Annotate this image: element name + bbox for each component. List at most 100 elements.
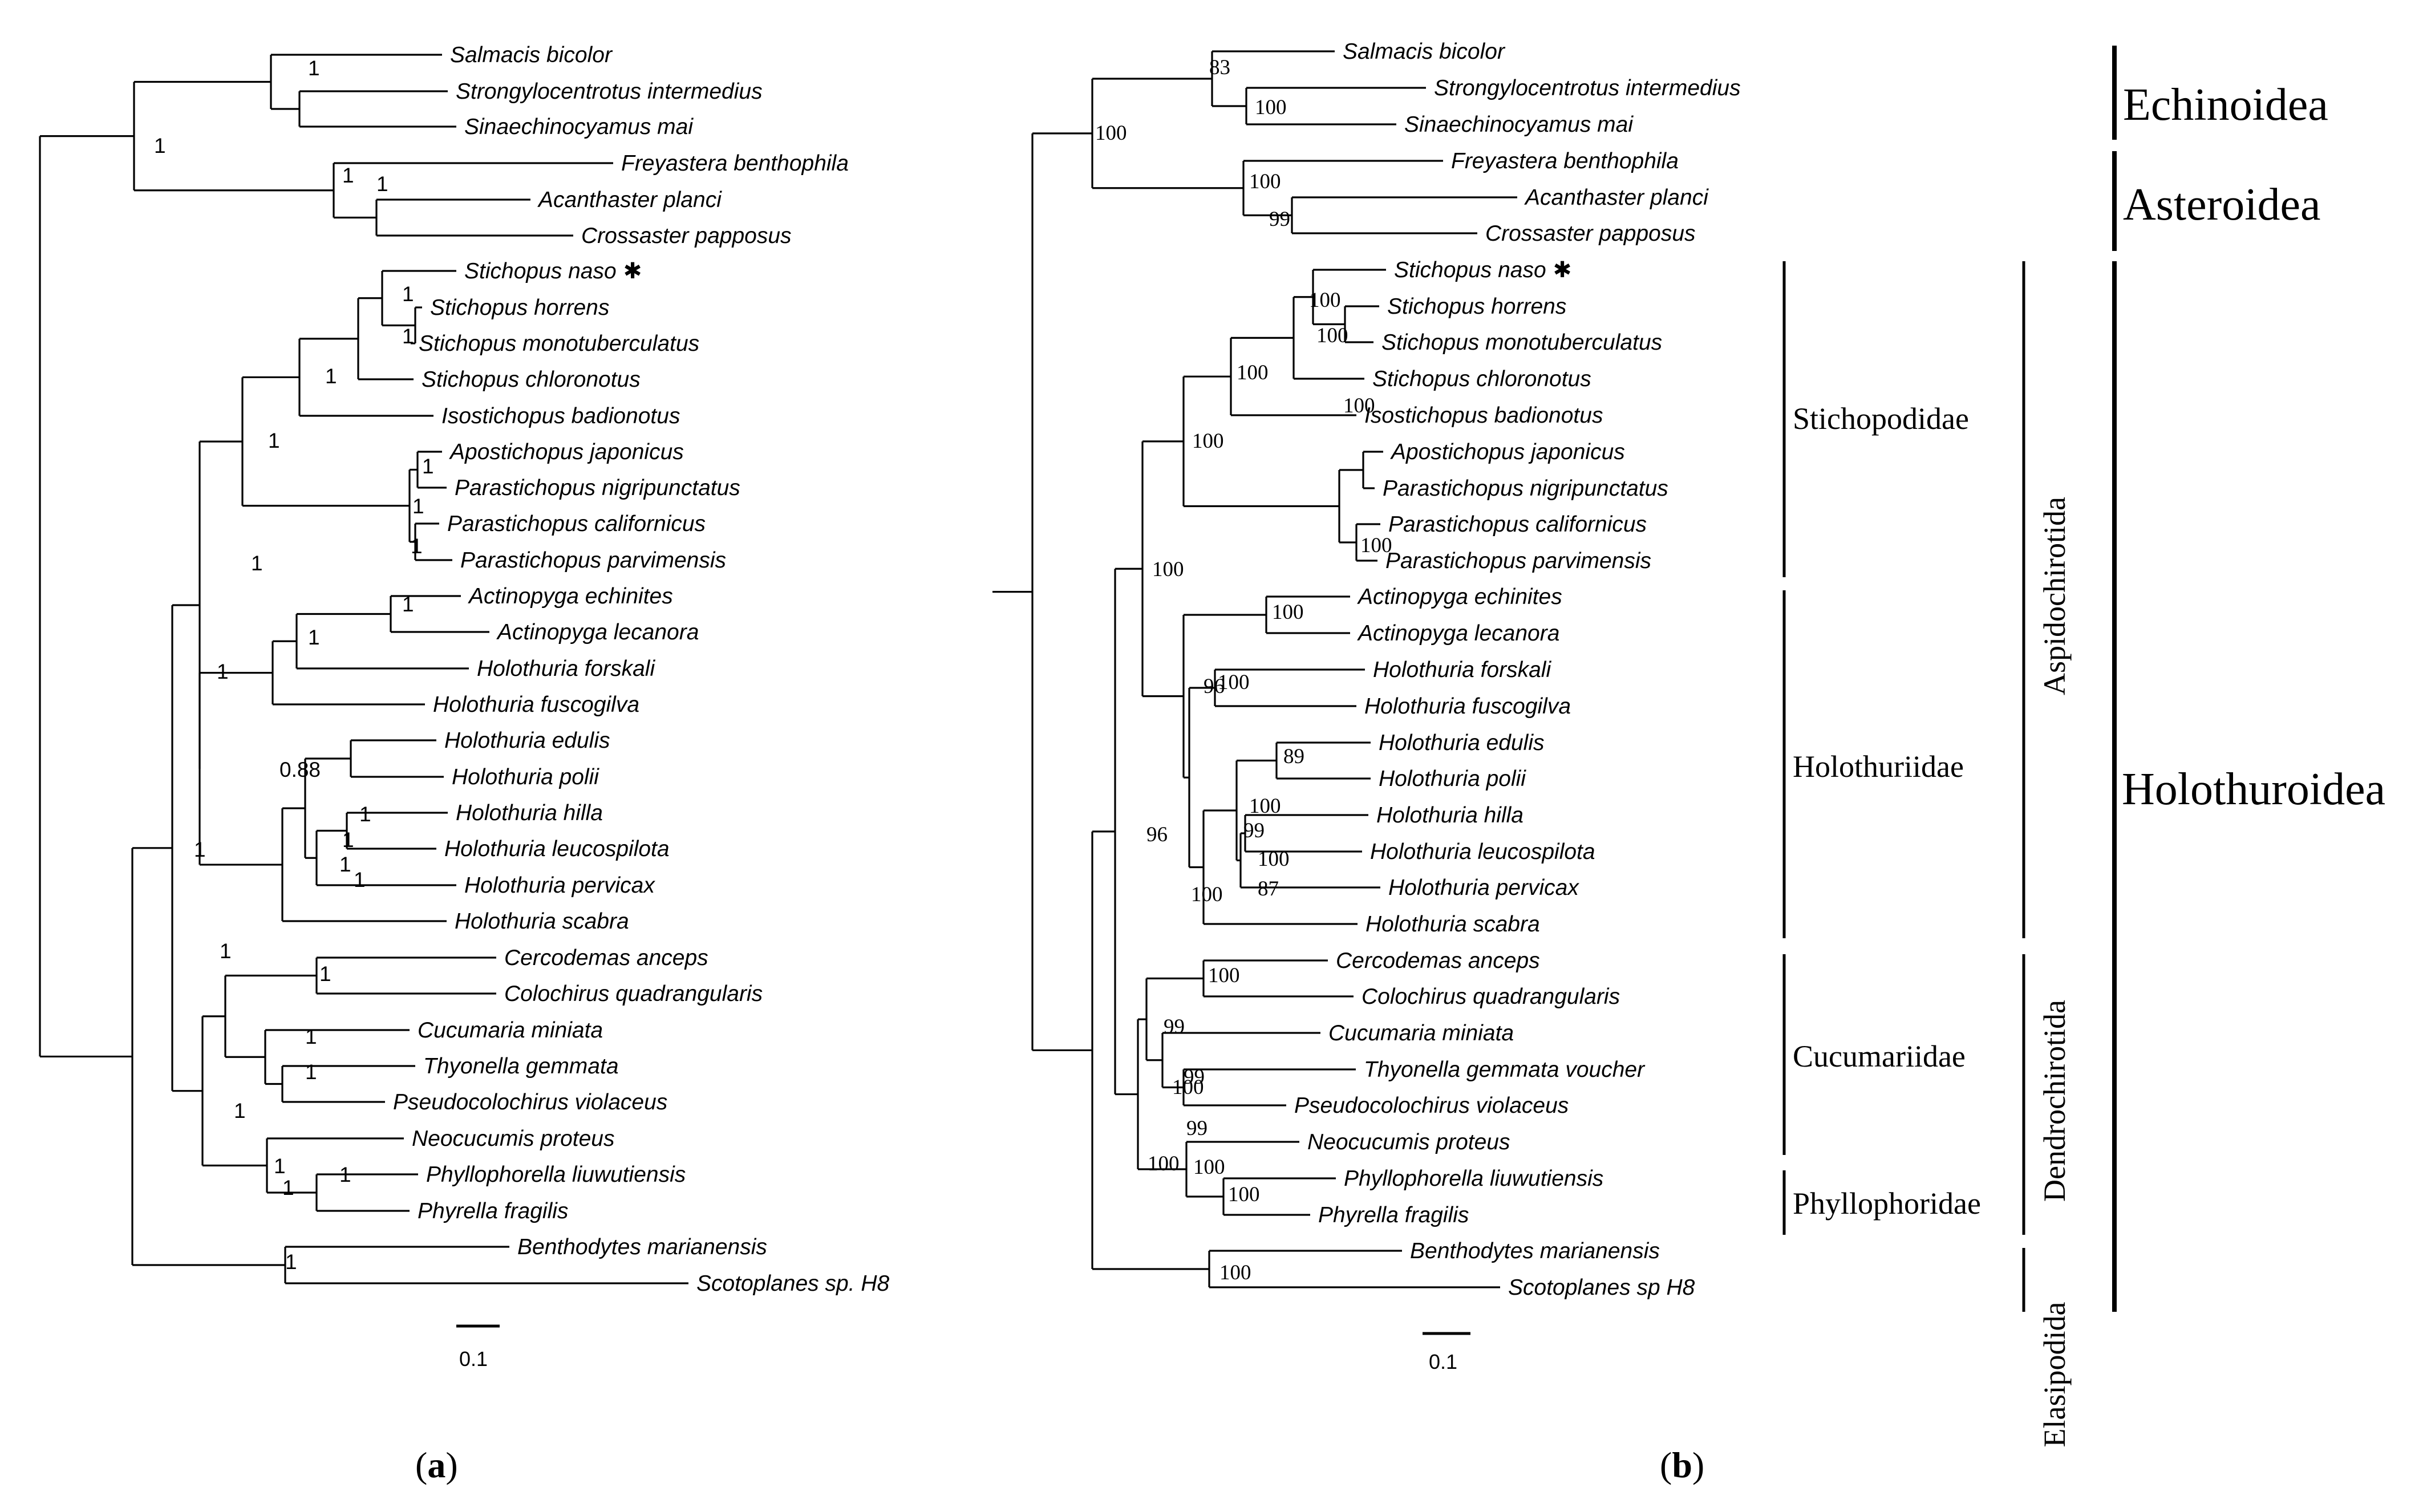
taxon-label: Scotoplanes sp H8 xyxy=(1508,1275,1695,1300)
taxon-label: Actinopyga lecanora xyxy=(496,620,699,644)
support-value: 1 xyxy=(268,429,280,452)
support-value: 100 xyxy=(1316,324,1348,347)
taxon-label: Phyllophorella liuwutiensis xyxy=(1344,1166,1603,1191)
support-value: 1 xyxy=(217,660,229,683)
taxon-label: Neocucumis proteus xyxy=(1307,1130,1510,1154)
support-value: 100 xyxy=(1208,964,1240,987)
taxon-label: Apostichopus japonicus xyxy=(1390,440,1625,464)
panel-label-b: (b) xyxy=(1660,1445,1704,1485)
support-value: 100 xyxy=(1272,601,1304,624)
family-label-holothuriidae: Holothuriidae xyxy=(1793,749,1964,784)
taxon-label: Holothuria scabra xyxy=(1366,912,1540,937)
support-value: 96 xyxy=(1146,823,1168,846)
support-value: 1 xyxy=(402,325,414,348)
taxon-label: Neocucumis proteus xyxy=(412,1126,615,1151)
support-value: 1 xyxy=(308,626,320,649)
support-value: 99 xyxy=(1164,1015,1185,1039)
taxon-label: Salmacis bicolor xyxy=(1343,39,1506,64)
taxon-label: Parastichopus californicus xyxy=(1388,512,1647,537)
taxon-label: Crossaster papposus xyxy=(581,224,792,248)
support-value: 1 xyxy=(359,802,371,826)
support-value: 1 xyxy=(339,853,351,876)
taxon-label: Stichopus monotuberculatus xyxy=(1381,330,1662,355)
support-value: 100 xyxy=(1249,170,1281,193)
taxon-label: Holothuria polii xyxy=(1379,767,1526,791)
support-value: 1 xyxy=(154,134,166,157)
support-value: 1 xyxy=(411,534,423,558)
support-value: 1 xyxy=(422,455,434,478)
taxon-label: Strongylocentrotus intermedius xyxy=(1434,76,1741,100)
family-annotations: Stichopodidae Holothuriidae Cucumariidae… xyxy=(1782,261,1981,1235)
taxon-label: Stichopus naso✱ xyxy=(464,259,642,283)
support-value: 1 xyxy=(305,1060,317,1084)
order-label-elasipodida: Elasipodida xyxy=(2037,1302,2072,1448)
support-value: 1 xyxy=(282,1176,294,1199)
support-value: 1 xyxy=(308,56,320,80)
taxon-label: Holothuria fuscogilva xyxy=(1364,694,1571,719)
taxon-label: Holothuria pervicax xyxy=(464,873,655,898)
taxon-label: Benthodytes marianensis xyxy=(1410,1239,1660,1263)
taxon-label: Holothuria pervicax xyxy=(1388,875,1579,900)
taxon-label: Holothuria edulis xyxy=(444,728,610,753)
taxon-label: Parastichopus parvimensis xyxy=(1385,549,1651,573)
taxon-label: Cucumaria miniata xyxy=(1328,1021,1514,1045)
taxon-label: Holothuria forskali xyxy=(477,656,655,681)
taxon-label: Colochirus quadrangularis xyxy=(504,982,763,1006)
taxon-label: Holothuria edulis xyxy=(1379,731,1545,755)
taxon-label: Strongylocentrotus intermedius xyxy=(456,79,763,104)
taxon-label: Holothuria fuscogilva xyxy=(433,692,639,717)
taxon-label: Phyrella fragilis xyxy=(1318,1203,1469,1227)
taxon-label: Salmacis bicolor xyxy=(450,43,613,67)
support-value: 100 xyxy=(1237,361,1269,384)
support-value: 100 xyxy=(1095,121,1127,145)
support-value: 100 xyxy=(1228,1183,1260,1206)
support-value: 100 xyxy=(1360,534,1392,557)
support-value: 100 xyxy=(1258,848,1290,871)
taxon-label: Stichopus chloronotus xyxy=(422,367,641,392)
support-value: 100 xyxy=(1172,1076,1204,1099)
taxon-label: Holothuria polii xyxy=(452,765,599,789)
taxon-label: Stichopus horrens xyxy=(1387,294,1566,319)
family-label-stichopodidae: Stichopodidae xyxy=(1793,402,1969,436)
taxon-label: Sinaechinocyamus mai xyxy=(1404,112,1634,137)
taxon-label: Parastichopus parvimensis xyxy=(460,548,726,573)
class-label-holothuroidea: Holothuroidea xyxy=(2122,764,2385,814)
taxon-label: Cercodemas anceps xyxy=(504,946,708,970)
scale-bar-b: 0.1 xyxy=(1423,1332,1470,1373)
taxon-label: Scotoplanes sp. H8 xyxy=(696,1271,890,1296)
taxon-label: Pseudocolochirus violaceus xyxy=(1294,1093,1569,1118)
taxon-label: Holothuria leucospilota xyxy=(444,837,670,861)
taxon-label: Actinopyga lecanora xyxy=(1357,621,1559,646)
support-value: 83 xyxy=(1209,56,1230,79)
taxon-label: Colochirus quadrangularis xyxy=(1362,984,1620,1009)
taxon-label: Holothuria hilla xyxy=(456,801,603,825)
taxon-label: Parastichopus californicus xyxy=(447,512,706,536)
support-value: 1 xyxy=(325,364,337,388)
taxon-label: Thyonella gemmata voucher xyxy=(1364,1057,1646,1082)
taxon-label: Actinopyga echinites xyxy=(1357,585,1562,609)
taxon-label: Freyastera benthophila xyxy=(1451,149,1679,173)
taxon-label: Holothuria forskali xyxy=(1373,658,1551,682)
asterisk-icon: ✱ xyxy=(623,259,642,283)
support-value: 100 xyxy=(1191,883,1223,906)
support-value: 1 xyxy=(354,868,366,891)
support-value: 1 xyxy=(234,1099,246,1122)
support-value: 100 xyxy=(1249,794,1281,818)
taxon-label: Isostichopus badionotus xyxy=(1364,403,1603,428)
class-annotations: Echinoidea Asteroidea Holothuroidea xyxy=(2112,46,2385,1312)
taxon-label: Benthodytes marianensis xyxy=(517,1235,767,1259)
support-value: 100 xyxy=(1219,1261,1251,1284)
taxon-label: Apostichopus japonicus xyxy=(449,440,684,464)
support-value: 100 xyxy=(1192,429,1224,453)
support-value: 1 xyxy=(285,1250,297,1274)
taxon-label: Pseudocolochirus violaceus xyxy=(393,1090,667,1114)
support-value: 1 xyxy=(376,172,388,196)
class-label-asteroidea: Asteroidea xyxy=(2123,180,2321,230)
support-value: 100 xyxy=(1148,1152,1180,1175)
class-label-echinoidea: Echinoidea xyxy=(2123,80,2328,130)
taxon-label: Acanthaster planci xyxy=(537,188,722,212)
taxon-label: Parastichopus nigripunctatus xyxy=(1383,476,1668,501)
taxon-label: Isostichopus badionotus xyxy=(441,404,680,428)
order-annotations: Aspidochirotida Dendrochirotida Elasipod… xyxy=(2022,261,2072,1448)
